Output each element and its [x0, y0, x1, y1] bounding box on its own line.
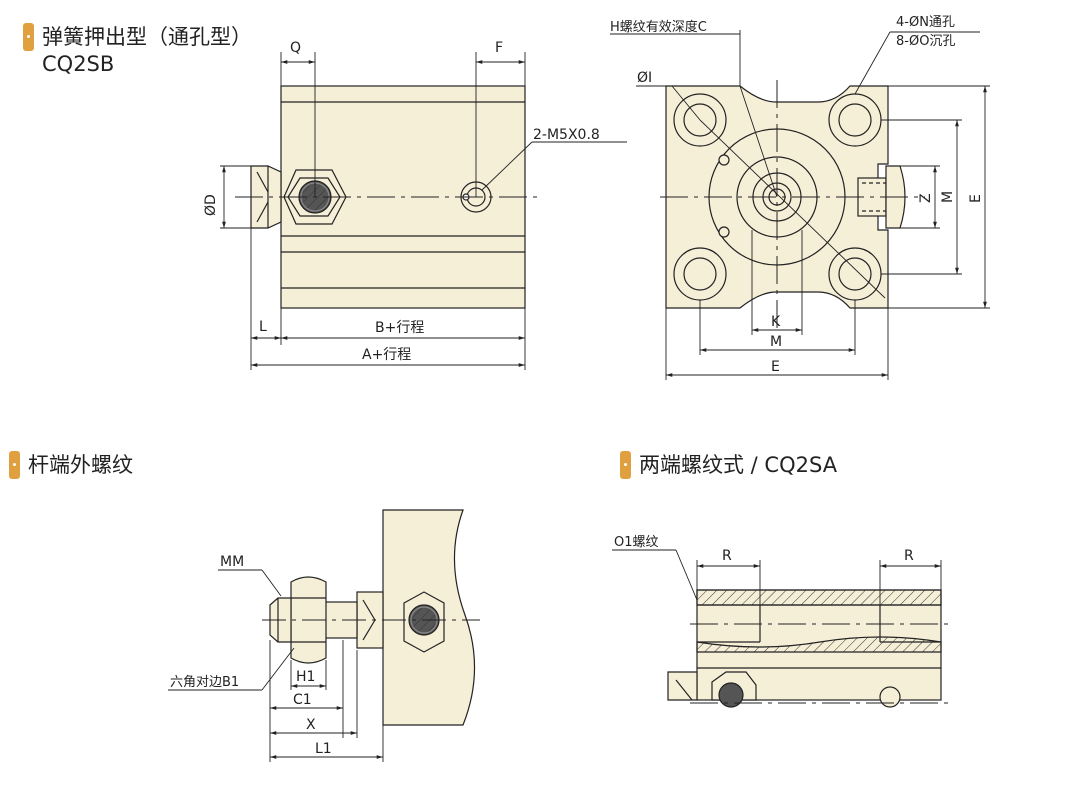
section-header-rod-end-thread: 杆端外螺纹: [9, 451, 133, 479]
dim-d-label: ØD: [203, 194, 219, 216]
end-thread-label: O1螺纹: [614, 535, 659, 550]
dim-e-horizontal-label: E: [771, 359, 780, 375]
dim-a-label: A+行程: [362, 347, 411, 363]
section-title: 杆端外螺纹: [28, 453, 133, 477]
dim-m-vertical-label: M: [940, 191, 956, 203]
section-header-both-end-thread: 两端螺纹式 / CQ2SA: [620, 451, 837, 479]
bullet-icon: [23, 23, 34, 51]
both-ends-thread-view: [612, 549, 950, 708]
dim-m-horizontal-label: M: [770, 334, 782, 350]
through-hole-label: 4-ØN通孔: [896, 15, 955, 30]
dim-e-vertical-label: E: [968, 194, 984, 203]
section-title: 两端螺纹式 / CQ2SA: [639, 453, 838, 477]
rod-end-view: [168, 509, 480, 762]
dim-r-left-label: R: [722, 548, 732, 564]
section-model: CQ2SB: [42, 52, 115, 76]
hex-width-label: 六角对边B1: [170, 675, 239, 690]
dim-z-label: Z: [918, 193, 934, 203]
dim-r-right-label: R: [904, 548, 914, 564]
dim-l-label: L: [259, 319, 267, 335]
side-view: [220, 52, 627, 370]
dim-f-label: F: [495, 40, 503, 56]
thread-depth-label: H螺纹有效深度C: [610, 19, 707, 35]
dim-mm-label: MM: [220, 554, 244, 570]
end-view: [610, 30, 990, 380]
dim-l1-label: L1: [315, 741, 332, 757]
dim-b-label: B+行程: [375, 320, 424, 336]
port-thread-label: 2-M5X0.8: [533, 127, 600, 143]
section-header-spring-extend: 弹簧押出型（通孔型） CQ2SB: [23, 23, 252, 77]
dim-q-label: Q: [290, 40, 301, 56]
bullet-icon: [620, 451, 631, 479]
bullet-icon: [9, 451, 20, 479]
dim-x-label: X: [306, 717, 316, 733]
counterbore-label: 8-ØO沉孔: [896, 34, 955, 49]
filter-mesh-icon: [718, 682, 744, 708]
section-title: 弹簧押出型（通孔型）: [42, 25, 252, 49]
dim-i-label: ØI: [637, 70, 652, 86]
dim-h1-label: H1: [296, 669, 315, 685]
dim-c1-label: C1: [293, 692, 312, 708]
dim-k-label: K: [771, 314, 781, 330]
